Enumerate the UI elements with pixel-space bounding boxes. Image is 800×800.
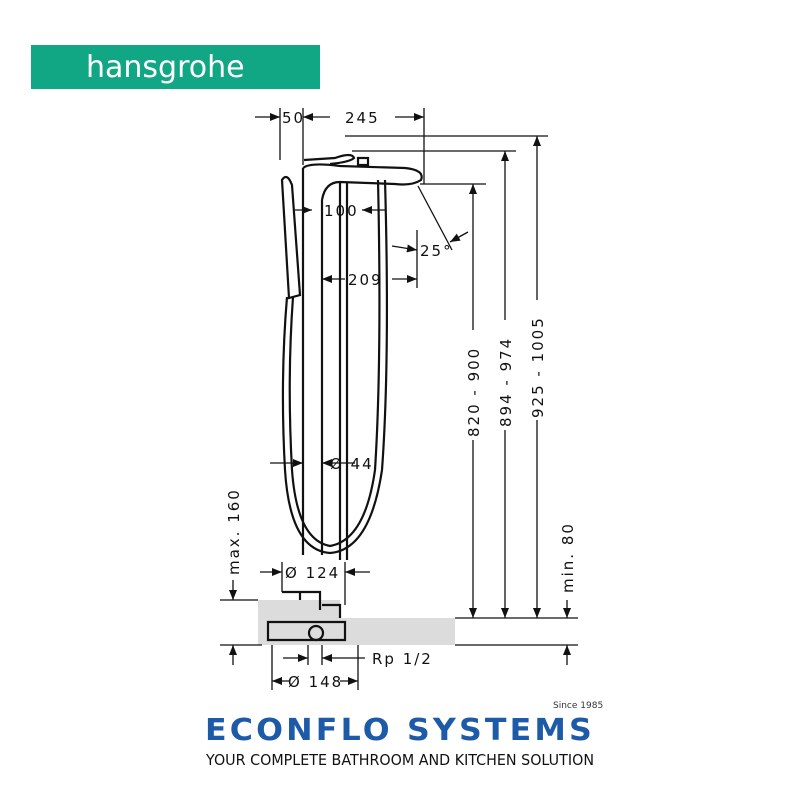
dim-124: Ø 124: [285, 564, 340, 582]
dimension-labels: 50 245 100 25° 209 Ø 44 820 - 900 894 - …: [225, 109, 577, 691]
faucet-outline: [266, 153, 423, 642]
dim-209: 209: [348, 271, 383, 289]
hansgrohe-logo: hansgrohe: [31, 45, 320, 89]
dimension-lines: [229, 113, 571, 690]
dim-25-deg: 25°: [420, 242, 453, 260]
since-label: Since 1985: [553, 701, 603, 711]
dim-min-80: min. 80: [559, 522, 577, 593]
brand-name: hansgrohe: [86, 50, 245, 85]
econflo-logo: Since 1985 ECONFLO SYSTEMS YOUR COMPLETE…: [205, 701, 603, 769]
dim-max-160: max. 160: [225, 488, 243, 575]
dim-44: Ø 44: [330, 455, 374, 473]
dim-50: 50: [282, 109, 305, 127]
dim-148: Ø 148: [288, 673, 343, 691]
floor-section: [258, 600, 455, 645]
dim-100: 100: [324, 202, 359, 220]
dim-245: 245: [345, 109, 380, 127]
dim-894-974: 894 - 974: [497, 337, 515, 427]
company-name: ECONFLO SYSTEMS: [205, 713, 595, 748]
tagline: YOUR COMPLETE BATHROOM AND KITCHEN SOLUT…: [205, 751, 594, 769]
dim-820-900: 820 - 900: [465, 347, 483, 437]
dim-925-1005: 925 - 1005: [529, 316, 547, 418]
dim-rp-1-2: Rp 1/2: [372, 650, 433, 668]
reference-lines: [220, 108, 578, 646]
